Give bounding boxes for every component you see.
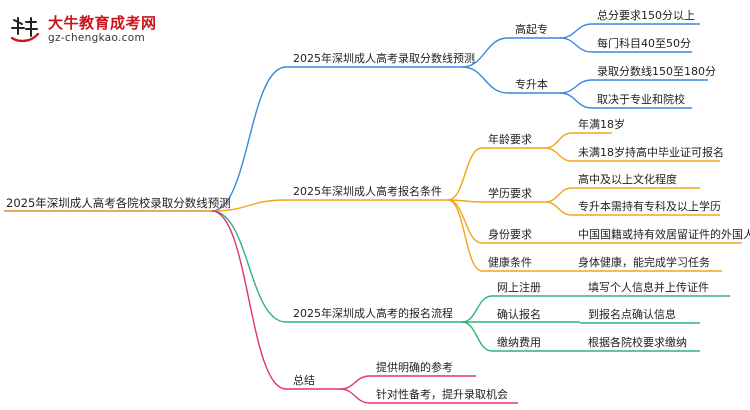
node-identity: 身份要求 bbox=[488, 228, 532, 241]
leaf-edu-highschool: 高中及以上文化程度 bbox=[578, 173, 677, 186]
node-health: 健康条件 bbox=[488, 256, 532, 269]
connector-20 bbox=[544, 187, 573, 203]
node-gaoqizhuan: 高起专 bbox=[515, 23, 548, 36]
root-to-branch3 bbox=[211, 210, 287, 323]
leaf-zsb-score: 录取分数线150至180分 bbox=[597, 65, 716, 78]
leaf-summary-reference: 提供明确的参考 bbox=[376, 361, 453, 374]
node-age: 年龄要求 bbox=[488, 133, 532, 146]
leaf-gqz-total: 总分要求150分以上 bbox=[597, 9, 695, 22]
connector-0 bbox=[461, 37, 509, 68]
node-confirm: 确认报名 bbox=[497, 308, 541, 321]
branch-score-prediction: 2025年深圳成人高考录取分数线预测 bbox=[293, 52, 475, 65]
connector-12 bbox=[447, 147, 483, 201]
leaf-age-under18: 未满18岁持高中毕业证可报名 bbox=[578, 146, 724, 159]
leaf-health: 身体健康，能完成学习任务 bbox=[578, 256, 710, 269]
connector-4 bbox=[559, 37, 593, 53]
connector-10 bbox=[559, 92, 593, 109]
branch-process: 2025年深圳成人高考的报名流程 bbox=[293, 307, 453, 320]
root-node: 2025年深圳成人高考各院校录取分数线预测 bbox=[6, 196, 231, 210]
connector-38 bbox=[339, 375, 371, 390]
connector-2 bbox=[559, 23, 593, 39]
connector-22 bbox=[544, 201, 573, 216]
leaf-gqz-subject: 每门科目40至50分 bbox=[597, 37, 691, 50]
branch-requirements: 2025年深圳成人高考报名条件 bbox=[293, 185, 442, 198]
leaf-age-18: 年满18岁 bbox=[578, 118, 625, 131]
connector-40 bbox=[339, 388, 371, 404]
leaf-summary-prepare: 针对性备考，提升录取机会 bbox=[376, 388, 508, 401]
leaf-edu-college: 专升本需持有专科及以上学历 bbox=[578, 200, 721, 213]
connector-27 bbox=[447, 199, 483, 272]
node-register-online: 网上注册 bbox=[497, 281, 541, 294]
node-zhuanshengben: 专升本 bbox=[515, 78, 548, 91]
root-to-branch2 bbox=[211, 199, 287, 212]
site-logo: 大牛教育成考网 gz-chengkao.com bbox=[8, 10, 178, 54]
connector-6 bbox=[461, 66, 509, 94]
leaf-fee: 根据各院校要求缴纳 bbox=[588, 336, 687, 349]
branch-summary: 总结 bbox=[293, 374, 315, 387]
connector-16 bbox=[544, 147, 573, 162]
node-education: 学历要求 bbox=[488, 187, 532, 200]
connector-8 bbox=[559, 79, 593, 94]
logo-mark-icon bbox=[8, 12, 42, 48]
leaf-zsb-depends: 取决于专业和院校 bbox=[597, 93, 685, 106]
leaf-identity: 中国国籍或持有效居留证件的外国人 bbox=[578, 228, 750, 241]
connector-30 bbox=[461, 295, 493, 323]
logo-title: 大牛教育成考网 bbox=[48, 14, 157, 32]
connector-35 bbox=[461, 321, 493, 352]
leaf-register-online: 填写个人信息并上传证件 bbox=[588, 281, 709, 294]
root-to-branch4 bbox=[211, 210, 287, 390]
connector-14 bbox=[544, 132, 573, 149]
node-fee: 缴纳费用 bbox=[497, 336, 541, 349]
logo-url: gz-chengkao.com bbox=[48, 32, 146, 44]
root-to-branch1 bbox=[211, 66, 287, 212]
leaf-confirm: 到报名点确认信息 bbox=[588, 308, 676, 321]
